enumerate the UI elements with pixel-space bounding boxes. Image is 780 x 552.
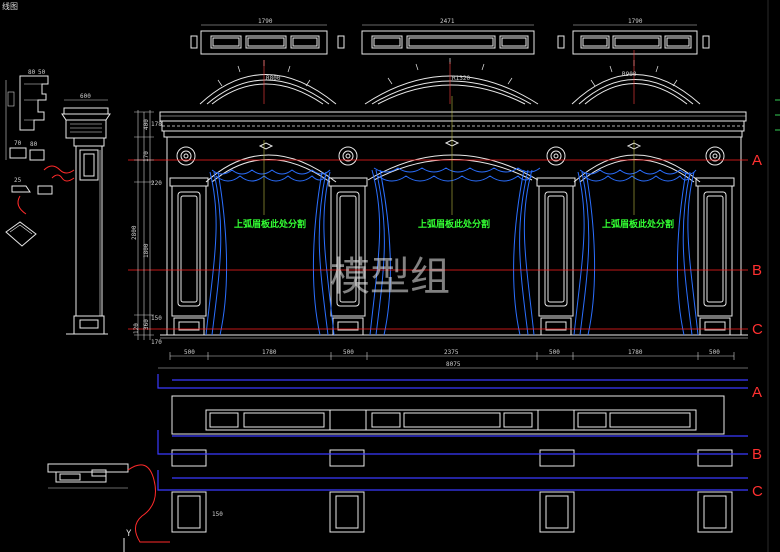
profile-detail xyxy=(5,75,75,247)
overall-width-dim: 8075 xyxy=(446,361,461,368)
cornice xyxy=(159,111,747,138)
left-dim-5: 360 xyxy=(143,319,150,330)
curtains xyxy=(205,167,699,336)
axis-label-c-lower[interactable]: C xyxy=(752,483,763,500)
arch-dim-1: R800 xyxy=(266,75,281,82)
rosettes xyxy=(176,139,725,166)
side-section xyxy=(51,99,111,335)
arch-radius-dims xyxy=(263,50,635,104)
left-dim-2: 400 xyxy=(143,119,150,130)
bay-arches xyxy=(205,154,701,183)
split-note-2: 上弧眉板此处分割 xyxy=(418,218,490,230)
axis-label-a[interactable]: A xyxy=(752,152,762,169)
top-panel-dim-3: 1790 xyxy=(628,18,643,25)
center-markers xyxy=(263,96,635,215)
bottom-dim-2: 1780 xyxy=(262,349,277,356)
arch-dim-3: R900 xyxy=(622,71,637,78)
inner-dim-2: 220 xyxy=(151,180,162,187)
left-dim-1: 2800 xyxy=(131,225,138,240)
arch-dim-2: R1320 xyxy=(452,75,470,82)
split-note-3: 上弧眉板此处分割 xyxy=(602,218,674,230)
profile-dim-2: 50 xyxy=(38,69,46,76)
left-dim-4: 1800 xyxy=(143,243,150,258)
inner-dim-3: 150 xyxy=(151,315,162,322)
elevation-frame xyxy=(160,136,748,339)
pilasters xyxy=(169,177,735,336)
bottom-dim-lines xyxy=(158,352,748,369)
plan-section-lines xyxy=(157,374,748,491)
lower-section-dim: 150 xyxy=(212,511,223,518)
bottom-dim-6: 1780 xyxy=(628,349,643,356)
axis-label-b[interactable]: B xyxy=(752,262,762,279)
bottom-dim-7: 500 xyxy=(709,349,720,356)
inner-dim-1: 178 xyxy=(151,121,162,128)
right-edge-marks xyxy=(775,99,780,131)
drawing-tab-label[interactable]: 线图 xyxy=(2,1,18,11)
top-panel-dim-1: 1790 xyxy=(258,18,273,25)
profile-dim-5: 25 xyxy=(14,177,22,184)
axis-label-a-lower[interactable]: A xyxy=(752,384,762,401)
ucs-axis-label: Y xyxy=(126,529,132,539)
top-panel-views xyxy=(190,24,710,55)
left-dim-3: 170 xyxy=(143,151,150,162)
plan-view xyxy=(171,395,733,533)
top-panel-dim-2: 2471 xyxy=(440,18,455,25)
bottom-dim-5: 500 xyxy=(549,349,560,356)
inner-dim-4: 170 xyxy=(151,339,162,346)
axis-label-b-lower[interactable]: B xyxy=(752,446,762,463)
profile-dim-3: 70 xyxy=(14,140,22,147)
profile-dim-1: 80 xyxy=(28,69,36,76)
bottom-dim-3: 500 xyxy=(343,349,354,356)
left-dim-6: 120 xyxy=(133,323,140,334)
profile-dim-4: 80 xyxy=(30,141,38,148)
lower-left-section xyxy=(47,463,170,543)
left-dim-lines xyxy=(134,110,154,340)
axis-label-c[interactable]: C xyxy=(752,321,763,338)
top-arches xyxy=(199,58,701,105)
reference-lines xyxy=(128,159,748,330)
bottom-dim-1: 500 xyxy=(184,349,195,356)
bottom-dim-4: 2375 xyxy=(444,349,459,356)
split-note-1: 上弧眉板此处分割 xyxy=(234,218,306,230)
side-section-dim: 600 xyxy=(80,93,91,100)
watermark: 模型组 xyxy=(330,254,450,300)
